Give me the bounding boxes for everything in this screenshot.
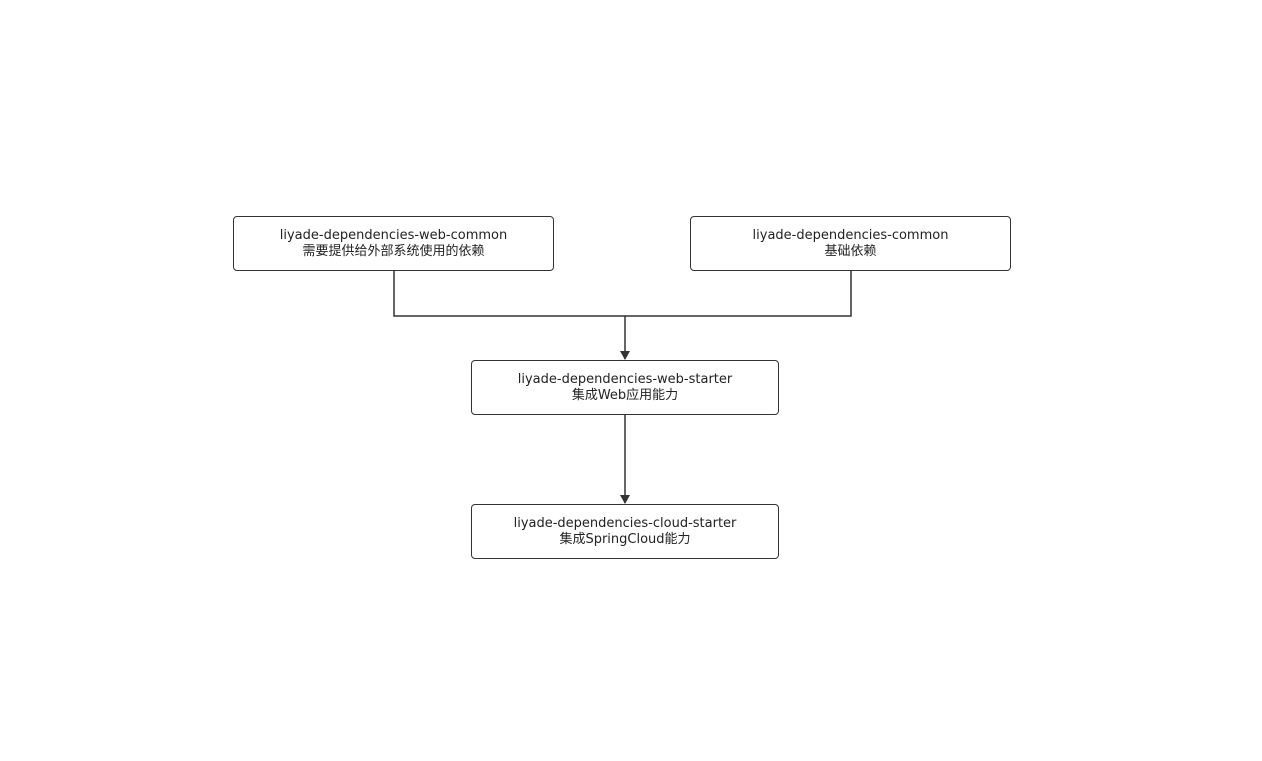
node-common-subtitle: 基础依赖 <box>824 243 877 259</box>
node-cloud-starter-title: liyade-dependencies-cloud-starter <box>513 515 737 531</box>
node-web-common[interactable]: liyade-dependencies-web-common 需要提供给外部系统… <box>233 216 554 271</box>
node-web-starter-subtitle: 集成Web应用能力 <box>571 387 679 403</box>
node-web-starter[interactable]: liyade-dependencies-web-starter 集成Web应用能… <box>471 360 779 415</box>
node-web-common-title: liyade-dependencies-web-common <box>279 227 508 243</box>
node-cloud-starter[interactable]: liyade-dependencies-cloud-starter 集成Spri… <box>471 504 779 559</box>
edge-web-common-to-web-starter <box>393 271 630 360</box>
node-common[interactable]: liyade-dependencies-common 基础依赖 <box>690 216 1011 271</box>
node-web-starter-title: liyade-dependencies-web-starter <box>517 371 733 387</box>
node-web-common-subtitle: 需要提供给外部系统使用的依赖 <box>302 243 485 259</box>
node-common-title: liyade-dependencies-common <box>752 227 949 243</box>
node-cloud-starter-subtitle: 集成SpringCloud能力 <box>559 531 691 547</box>
edge-common-to-web-starter <box>625 271 852 317</box>
